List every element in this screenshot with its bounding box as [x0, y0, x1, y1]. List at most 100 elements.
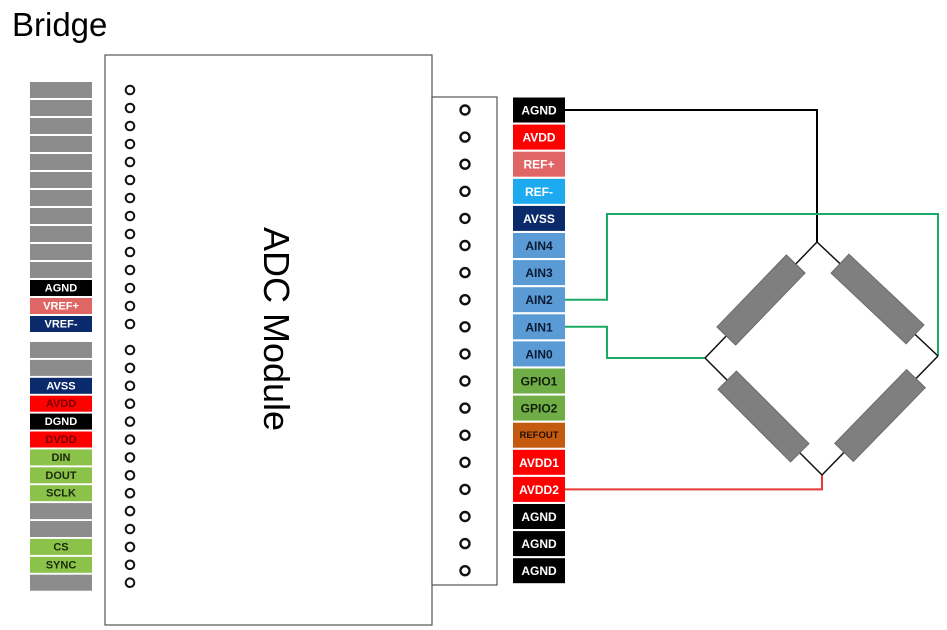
right-pin: AGND [459, 97, 565, 123]
right-pin-header: AGND AVDD REF+ REF- AVSS AIN4AIN3AIN2AIN1AIN0… [459, 97, 565, 584]
right-pin-label: REF- [525, 185, 553, 199]
left-pin: AVDD [30, 395, 136, 412]
left-pin-label-box [30, 431, 92, 448]
left-pin-label-box [30, 467, 92, 484]
resistor [830, 253, 925, 345]
pin-hole [124, 138, 136, 150]
right-pin: AVDD [459, 124, 565, 150]
left-pin-label-box [30, 556, 92, 573]
left-pin [30, 226, 136, 242]
pin-hole [459, 212, 471, 225]
pin-hole [459, 565, 471, 577]
right-pin: AVDD1 [459, 449, 565, 475]
left-pin [30, 262, 136, 278]
pin-hole [459, 429, 471, 441]
left-pin: SYNC [30, 556, 136, 573]
right-pin-label: AIN2 [525, 293, 553, 307]
right-pin-label: AVSS [523, 212, 555, 226]
right-pin: AGND [459, 558, 565, 584]
pin-hole [124, 318, 136, 330]
right-pin: GPIO1 [459, 368, 565, 394]
right-pin-label-box [513, 395, 565, 421]
right-pin-label-box [513, 233, 565, 258]
wheatstone-bridge [704, 241, 939, 476]
pin-hole [124, 452, 136, 463]
left-pin-label-box [30, 82, 92, 98]
right-pin-label: REF+ [523, 158, 554, 172]
right-pin-label-box [513, 531, 565, 557]
right-pin-label-box [513, 287, 565, 313]
right-pin-label: AVDD2 [519, 483, 559, 497]
left-pin-label: SCLK [46, 488, 76, 500]
left-pin-label-box [30, 280, 92, 296]
right-pin: AIN2 [459, 287, 565, 313]
right-pin-label: REFOUT [519, 430, 558, 441]
left-pin: CS [30, 538, 136, 555]
right-connector-box [431, 96, 498, 586]
right-pin-label: AVDD1 [519, 456, 559, 470]
left-pin-label-box [30, 298, 92, 314]
right-pin: AVSS [459, 205, 565, 231]
pin-hole [124, 174, 136, 186]
pin-hole [124, 210, 136, 222]
left-pin-label-box [30, 172, 92, 188]
right-pin-label-box [513, 124, 565, 150]
left-pin: AGND [30, 280, 136, 296]
right-pin-label: GPIO1 [521, 375, 558, 389]
right-pin-label-box [513, 205, 565, 231]
right-pin-label-box [513, 422, 565, 448]
left-pin [30, 574, 136, 591]
left-pin: DVDD [30, 431, 136, 448]
left-pin-label-box [30, 538, 92, 555]
wire-agnd [565, 109, 818, 242]
right-pin-label: AIN4 [525, 239, 553, 253]
pin-hole [124, 559, 136, 571]
wires [565, 109, 939, 491]
left-pin [30, 154, 136, 170]
left-pin-label-box [30, 244, 92, 260]
left-pin-label-box [30, 377, 92, 394]
pin-hole [124, 398, 136, 410]
left-pin: VREF+ [30, 298, 136, 314]
right-pin-label: AGND [521, 564, 557, 578]
pin-hole [459, 131, 471, 143]
left-pin-label-box [30, 226, 92, 242]
right-pin-label-box [513, 558, 565, 584]
left-pin [30, 521, 136, 537]
left-pin-label: AVDD [46, 398, 76, 410]
right-pin: AIN1 [459, 314, 565, 340]
pin-hole [124, 156, 136, 168]
right-pin-label-box [513, 368, 565, 394]
pin-hole [459, 294, 471, 306]
left-pin-label-box [30, 208, 92, 224]
pin-hole [459, 239, 471, 252]
pin-hole [124, 344, 136, 356]
pin-hole [124, 120, 136, 132]
right-pin-label: AIN0 [525, 347, 553, 361]
right-pin-label-box [513, 504, 565, 529]
pin-hole [124, 264, 136, 276]
right-pin-label: AVDD [522, 131, 555, 145]
pin-hole [459, 510, 471, 523]
left-pin [30, 172, 136, 188]
pin-hole [124, 577, 136, 589]
left-pin-label-box [30, 359, 92, 376]
diagram-title: Bridge [12, 6, 107, 43]
right-pin-label-box [513, 260, 565, 286]
left-pin-label-box [30, 118, 92, 134]
left-pin-label-box [30, 413, 92, 430]
pin-hole [459, 456, 471, 468]
pin-hole [124, 434, 136, 445]
left-pin: DOUT [30, 467, 136, 484]
left-pin-label: CS [53, 541, 68, 553]
pin-hole [459, 375, 471, 387]
pin-hole [459, 348, 471, 360]
left-pin: DGND [30, 413, 136, 430]
right-pin-label: AIN3 [525, 266, 553, 280]
left-pin-label-box [30, 521, 92, 537]
right-pin-label: AGND [521, 104, 557, 118]
pin-hole [124, 192, 136, 204]
pin-hole [124, 523, 136, 535]
right-pin-label-box [513, 476, 565, 502]
left-pin-label-box [30, 449, 92, 466]
